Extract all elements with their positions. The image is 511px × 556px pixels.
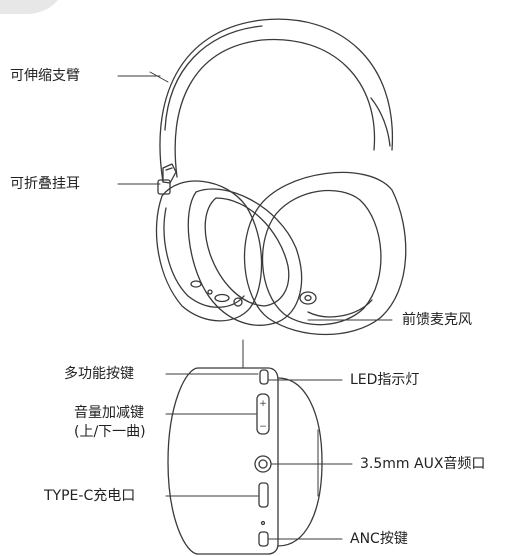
minus-icon: −	[259, 422, 267, 432]
label-volume-line1: 音量加减键	[74, 405, 144, 421]
multi-function-button	[259, 369, 269, 385]
volume-rocker	[256, 393, 270, 435]
label-volume-line2: (上/下一曲)	[74, 424, 146, 440]
right-earcup	[243, 171, 407, 336]
label-hinge: 可折叠挂耳	[10, 176, 80, 192]
typec-port	[258, 482, 269, 508]
side-panel	[167, 339, 323, 555]
side-panel-controls	[254, 369, 272, 547]
label-feedforward-mic: 前馈麦克风	[402, 312, 472, 328]
anc-button	[258, 531, 269, 547]
aux-jack	[254, 455, 272, 473]
ear-cushion	[187, 188, 303, 326]
label-typec: TYPE-C充电口	[44, 488, 136, 504]
label-aux: 3.5mm AUX音频口	[360, 456, 486, 472]
label-anc: ANC按键	[350, 531, 408, 547]
label-multi-button: 多功能按键	[64, 366, 134, 382]
leader-lines	[117, 75, 393, 540]
headband	[149, 18, 394, 183]
label-volume: 音量加减键 (上/下一曲)	[74, 404, 146, 442]
header-tab	[0, 0, 58, 14]
label-led: LED指示灯	[350, 372, 420, 388]
plus-icon: +	[259, 399, 267, 409]
label-arm: 可伸缩支臂	[10, 68, 80, 84]
